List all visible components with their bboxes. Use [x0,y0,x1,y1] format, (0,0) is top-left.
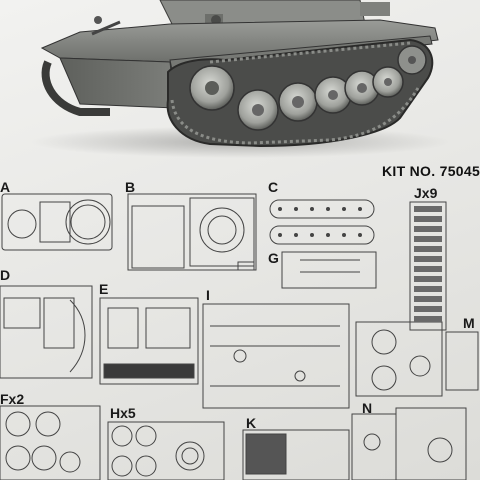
tank-photo [30,0,450,158]
sprue-label-g: G [268,250,279,266]
sprue-frame-drawings [0,193,479,480]
sprue-label-h: Hx5 [110,405,136,421]
sprue-label-d: D [0,267,11,283]
sprue-label-f: Fx2 [0,391,25,407]
kit-number: KIT NO. 75045 [382,163,480,179]
sprue-label-a: A [0,179,11,195]
sprue-label-m: M [463,315,475,331]
sprue-label-k: K [246,415,257,431]
sprue-label-n: N [362,400,373,416]
sprue-label-c: C [268,179,279,195]
sprue-label-e: E [99,281,109,297]
sprue-label-b: B [125,179,136,195]
sprue-label-i: I [206,287,210,303]
sprue-label-j: Jx9 [414,185,438,201]
